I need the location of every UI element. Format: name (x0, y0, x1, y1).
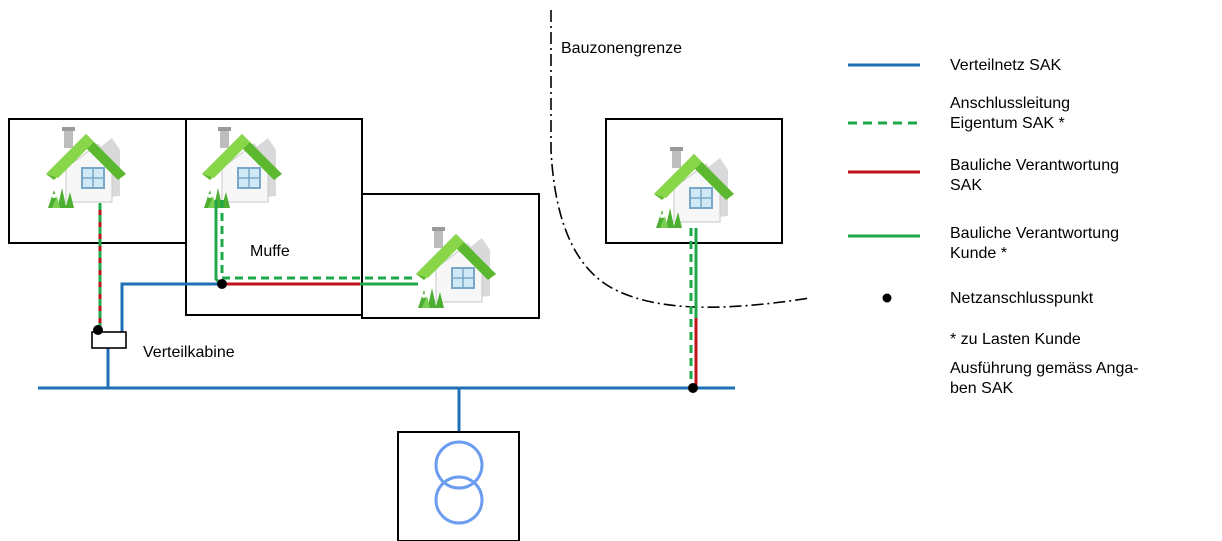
legend-label-sak-1: Bauliche Verantwortung (950, 157, 1119, 174)
legend-label-sak-2: SAK (950, 177, 982, 194)
legend-note-2: Ausführung gemäss Anga- (950, 360, 1139, 377)
legend-label-customer-1: Bauliche Verantwortung (950, 225, 1119, 242)
legend-label-grid: Verteilnetz SAK (950, 57, 1062, 74)
sleeve-label: Muffe (250, 243, 290, 260)
connection-point-dot (688, 383, 698, 393)
customer-responsibility-2 (214, 200, 223, 286)
house-icon (653, 146, 735, 229)
legend-swatch-connection-point (882, 293, 892, 303)
distribution-cabin-box (91, 331, 127, 349)
legend-label-connection-1: Anschlussleitung (950, 95, 1070, 112)
house-icon (45, 126, 127, 209)
transformer-icon (397, 431, 520, 541)
property-box-3 (361, 193, 540, 319)
legend-label-connection-point: Netzanschlusspunkt (950, 290, 1094, 307)
legend-label-customer-2: Kunde * (950, 245, 1007, 262)
connection-point-dot (93, 325, 103, 335)
distribution-cabin-label: Verteilkabine (143, 344, 235, 361)
property-box-4 (605, 118, 783, 244)
zone-boundary-line (550, 10, 811, 308)
legend-label-connection-2: Eigentum SAK * (950, 115, 1065, 132)
house-icon (415, 226, 497, 309)
legend: Verteilnetz SAK Anschlussleitung Eigentu… (848, 57, 1139, 397)
zone-boundary-label: Bauzonengrenze (561, 40, 682, 57)
legend-note-3: ben SAK (950, 380, 1013, 397)
legend-note-1: * zu Lasten Kunde (950, 331, 1081, 348)
house-icon (201, 126, 283, 209)
connection-line-2 (220, 200, 415, 280)
connection-point-dot (217, 279, 227, 289)
branch-to-sleeve (108, 282, 222, 335)
